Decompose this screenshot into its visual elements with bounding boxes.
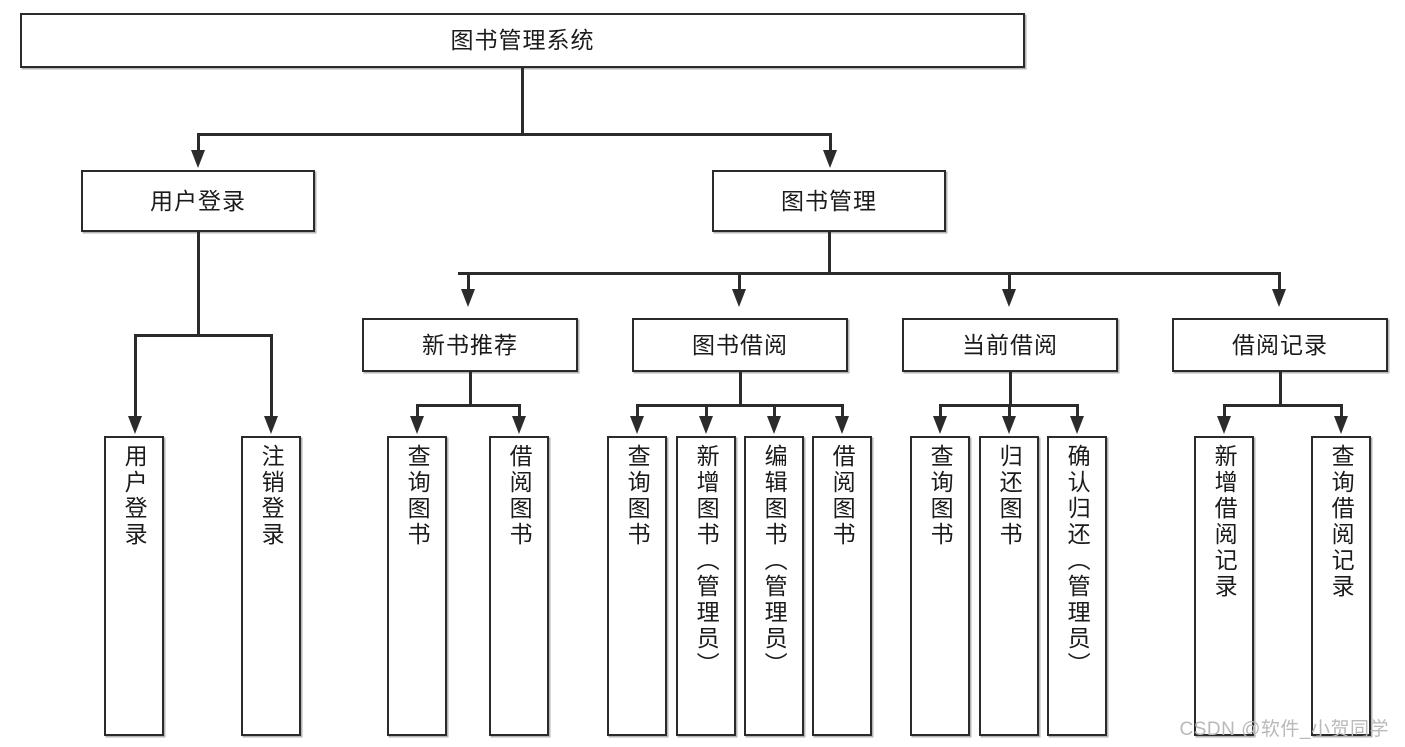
connector-login-bus bbox=[135, 334, 273, 337]
connector-records-stem bbox=[1279, 372, 1282, 405]
arrow-login-leaf1 bbox=[128, 416, 142, 434]
node-label: 新增借阅记录 bbox=[1211, 444, 1238, 600]
connector-newbook-stem bbox=[469, 372, 472, 405]
leaf-borrow-edit-book-admin[interactable]: 编辑图书（管理员） bbox=[744, 436, 804, 736]
leaf-current-return-book[interactable]: 归还图书 bbox=[979, 436, 1039, 736]
arrow-borrow-leaf2 bbox=[699, 416, 713, 434]
connector-newbook-bus bbox=[417, 404, 521, 407]
connector-borrow-bus bbox=[637, 404, 843, 407]
leaf-logout[interactable]: 注销登录 bbox=[241, 436, 301, 736]
node-label: 注销登录 bbox=[258, 444, 285, 548]
arrow-bookmgmt-to-borrow bbox=[732, 289, 746, 307]
connector-borrow-leaf1 bbox=[636, 404, 639, 418]
arrow-newbook-leaf2 bbox=[512, 416, 526, 434]
connector-current-leaf3 bbox=[1076, 404, 1079, 418]
node-label: 归还图书 bbox=[996, 444, 1023, 548]
leaf-newbook-query-book[interactable]: 查询图书 bbox=[387, 436, 447, 736]
node-label: 借阅图书 bbox=[506, 444, 533, 548]
node-label: 查询图书 bbox=[404, 444, 431, 548]
leaf-borrow-query-book[interactable]: 查询图书 bbox=[607, 436, 667, 736]
leaf-borrow-borrow-book[interactable]: 借阅图书 bbox=[812, 436, 872, 736]
connector-records-bus bbox=[1224, 404, 1341, 407]
connector-bookmgmt-to-borrow bbox=[738, 272, 741, 291]
node-new-book-recommend[interactable]: 新书推荐 bbox=[362, 318, 578, 372]
node-label: 借阅图书 bbox=[829, 444, 856, 548]
arrow-bookmgmt-to-current bbox=[1002, 289, 1016, 307]
connector-borrow-stem bbox=[739, 372, 742, 405]
arrow-current-leaf3 bbox=[1070, 416, 1084, 434]
leaf-records-query-record[interactable]: 查询借阅记录 bbox=[1311, 436, 1371, 736]
node-label: 借阅记录 bbox=[1232, 331, 1328, 358]
node-book-borrow[interactable]: 图书借阅 bbox=[632, 318, 848, 372]
node-current-borrow[interactable]: 当前借阅 bbox=[902, 318, 1118, 372]
leaf-records-add-record[interactable]: 新增借阅记录 bbox=[1194, 436, 1254, 736]
connector-borrow-leaf3 bbox=[773, 404, 776, 418]
connector-current-leaf1 bbox=[939, 404, 942, 418]
connector-login-leaf1 bbox=[134, 334, 137, 418]
node-label: 用户登录 bbox=[150, 187, 246, 214]
connector-records-leaf2 bbox=[1340, 404, 1343, 418]
arrow-borrow-leaf1 bbox=[630, 416, 644, 434]
node-label: 确认归还（管理员） bbox=[1064, 444, 1091, 678]
arrow-root-to-bookmgmt bbox=[823, 150, 837, 168]
connector-bookmgmt-to-current bbox=[1008, 272, 1011, 291]
arrow-borrow-leaf4 bbox=[835, 416, 849, 434]
leaf-current-query-book[interactable]: 查询图书 bbox=[910, 436, 970, 736]
connector-newbook-leaf2 bbox=[518, 404, 521, 418]
node-label: 图书管理 bbox=[781, 187, 877, 214]
arrow-current-leaf2 bbox=[1002, 416, 1016, 434]
arrow-bookmgmt-to-records bbox=[1272, 289, 1286, 307]
node-label: 图书管理系统 bbox=[450, 27, 595, 54]
leaf-borrow-add-book-admin[interactable]: 新增图书（管理员） bbox=[676, 436, 736, 736]
connector-current-stem bbox=[1009, 372, 1012, 405]
arrow-records-leaf2 bbox=[1334, 416, 1348, 434]
leaf-user-login[interactable]: 用户登录 bbox=[104, 436, 164, 736]
connector-login-stem bbox=[197, 232, 200, 335]
node-label: 当前借阅 bbox=[962, 331, 1058, 358]
connector-bookmgmt-stem bbox=[828, 232, 831, 273]
node-user-login[interactable]: 用户登录 bbox=[81, 170, 315, 232]
node-label: 编辑图书（管理员） bbox=[761, 444, 788, 678]
connector-records-leaf1 bbox=[1223, 404, 1226, 418]
arrow-records-leaf1 bbox=[1217, 416, 1231, 434]
connector-borrow-leaf2 bbox=[705, 404, 708, 418]
node-label: 查询借阅记录 bbox=[1328, 444, 1355, 600]
arrow-borrow-leaf3 bbox=[767, 416, 781, 434]
node-label: 查询图书 bbox=[927, 444, 954, 548]
leaf-newbook-borrow-book[interactable]: 借阅图书 bbox=[489, 436, 549, 736]
arrow-newbook-leaf1 bbox=[410, 416, 424, 434]
node-label: 用户登录 bbox=[121, 444, 148, 548]
connector-bookmgmt-bus bbox=[458, 272, 1279, 275]
connector-root-to-login bbox=[197, 133, 200, 152]
node-book-management[interactable]: 图书管理 bbox=[712, 170, 946, 232]
node-label: 查询图书 bbox=[624, 444, 651, 548]
leaf-current-confirm-return-admin[interactable]: 确认归还（管理员） bbox=[1047, 436, 1107, 736]
connector-borrow-leaf4 bbox=[841, 404, 844, 418]
node-label: 新书推荐 bbox=[422, 331, 518, 358]
connector-login-leaf2 bbox=[270, 334, 273, 418]
connector-root-bus bbox=[198, 133, 831, 136]
connector-current-leaf2 bbox=[1008, 404, 1011, 418]
node-label: 图书借阅 bbox=[692, 331, 788, 358]
node-root-system[interactable]: 图书管理系统 bbox=[20, 13, 1025, 68]
arrow-bookmgmt-to-newbook bbox=[461, 289, 475, 307]
node-borrow-records[interactable]: 借阅记录 bbox=[1172, 318, 1388, 372]
arrow-root-to-login bbox=[191, 150, 205, 168]
connector-newbook-leaf1 bbox=[416, 404, 419, 418]
connector-bookmgmt-to-records bbox=[1278, 272, 1281, 291]
node-label: 新增图书（管理员） bbox=[693, 444, 720, 678]
connector-root-to-bookmgmt bbox=[829, 133, 832, 152]
connector-bookmgmt-to-newbook bbox=[467, 272, 470, 291]
arrow-current-leaf1 bbox=[933, 416, 947, 434]
arrow-login-leaf2 bbox=[264, 416, 278, 434]
connector-root-stem bbox=[521, 68, 524, 134]
